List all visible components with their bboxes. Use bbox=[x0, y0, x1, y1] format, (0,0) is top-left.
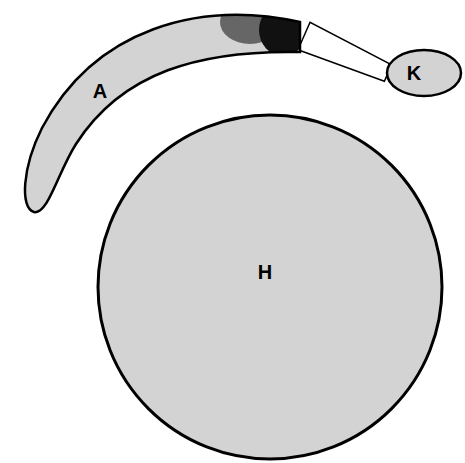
humeral-head: H bbox=[96, 113, 444, 461]
coracoid-outline bbox=[386, 48, 462, 98]
part-letter: H bbox=[258, 262, 272, 282]
humeral-head-outline bbox=[96, 113, 444, 461]
coracoid: K bbox=[386, 48, 462, 98]
bone-outline bbox=[98, 115, 442, 459]
bone-outline bbox=[387, 50, 461, 96]
ligament bbox=[298, 22, 392, 81]
part-letter: K bbox=[407, 63, 421, 83]
part-letter: A bbox=[93, 81, 107, 101]
